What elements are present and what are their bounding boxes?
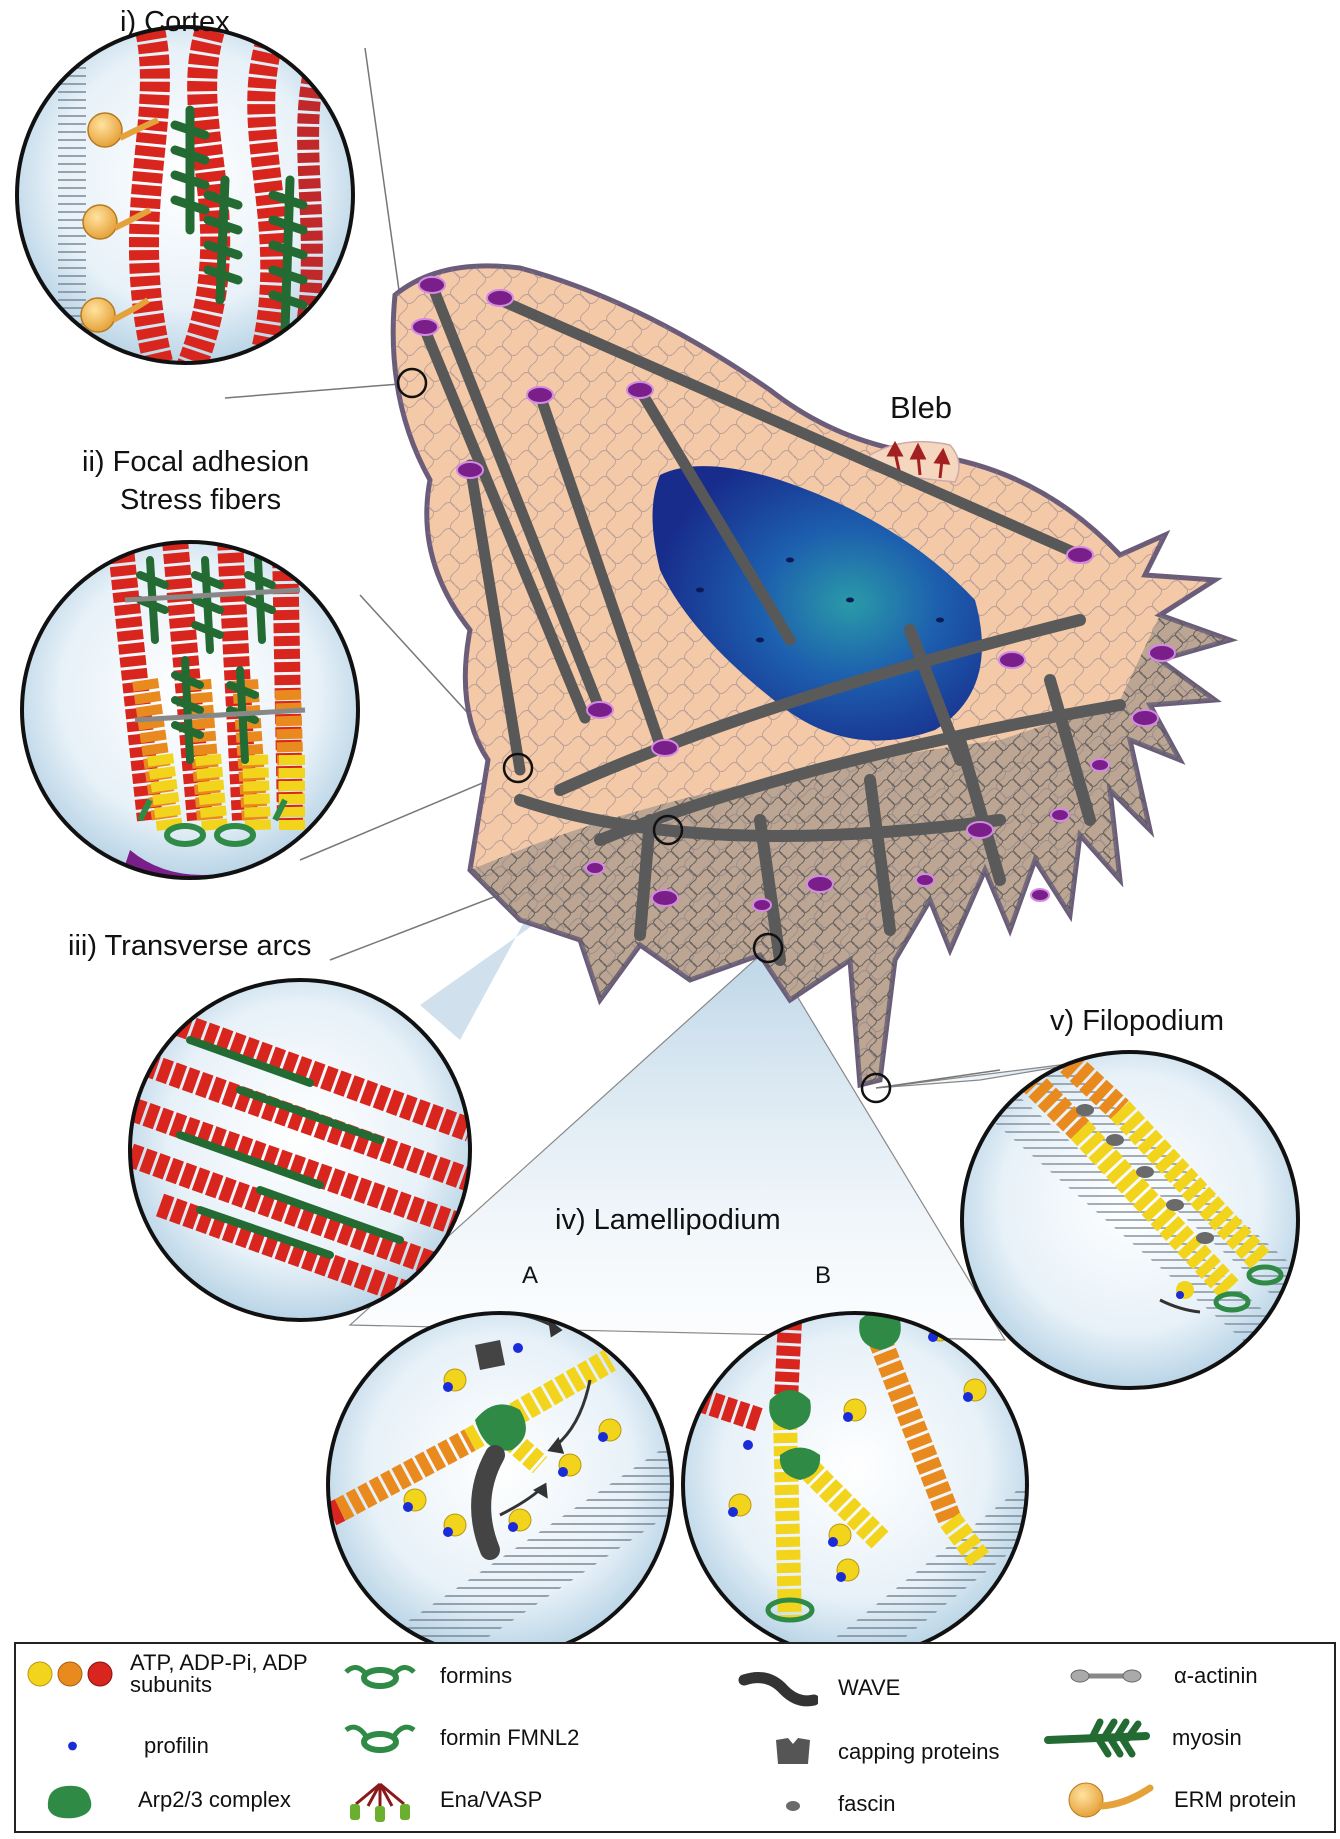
legend-label-subunits: ATP, ADP-Pi, ADP subunits [130, 1652, 308, 1696]
arp23-complex-icon [38, 1778, 102, 1822]
label-filopodium: v) Filopodium [1050, 1005, 1224, 1038]
legend-label-ena-vasp: Ena/VASP [440, 1789, 542, 1811]
ena-vasp-icon [340, 1778, 420, 1822]
actin-subunits-icon [24, 1652, 120, 1696]
legend-item-ena-vasp: Ena/VASP [340, 1778, 542, 1822]
label-lamellipodium-a: A [522, 1262, 538, 1290]
legend-item-profilin: profilin [60, 1724, 209, 1768]
formin-fmnl2-icon [340, 1716, 420, 1760]
inset-lamellipodium-a [300, 1312, 720, 1690]
legend-label-fmnl2: formin FMNL2 [440, 1727, 579, 1749]
legend-item-erm: ERM protein [1066, 1778, 1296, 1822]
legend-item-formins: formins [340, 1654, 512, 1698]
label-lamellipodium-b: B [815, 1262, 831, 1290]
inset-filopodium [962, 1045, 1320, 1390]
label-cortex: i) Cortex [120, 6, 230, 39]
wave-icon [738, 1666, 818, 1710]
label-bleb: Bleb [890, 390, 952, 426]
alpha-actinin-icon [1066, 1654, 1146, 1698]
legend: ATP, ADP-Pi, ADP subunits profilin Arp2/… [14, 1642, 1336, 1833]
myosin-icon [1042, 1716, 1152, 1760]
label-lamellipodium: iv) Lamellipodium [555, 1204, 781, 1237]
legend-item-actinin: α-actinin [1066, 1654, 1258, 1698]
formins-icon [340, 1654, 420, 1698]
label-focal-adhesion: ii) Focal adhesion [82, 446, 309, 479]
legend-label-actinin: α-actinin [1174, 1665, 1258, 1687]
legend-item-arp23: Arp2/3 complex [38, 1778, 291, 1822]
legend-label-capping: capping proteins [838, 1741, 999, 1763]
inset-lamellipodium-b [683, 1310, 1050, 1690]
cell [393, 266, 1230, 1102]
legend-label-profilin: profilin [144, 1735, 209, 1757]
legend-item-fmnl2: formin FMNL2 [340, 1716, 579, 1760]
legend-label-arp23: Arp2/3 complex [138, 1789, 291, 1811]
label-transverse-arcs: iii) Transverse arcs [68, 930, 311, 963]
legend-label-wave: WAVE [838, 1677, 900, 1699]
inset-transverse-arcs [120, 980, 470, 1320]
inset-cortex [17, 20, 353, 370]
label-stress-fibers: Stress fibers [120, 484, 281, 517]
capping-proteins-icon [768, 1730, 818, 1774]
legend-label-fascin: fascin [838, 1793, 895, 1815]
legend-item-fascin: fascin [768, 1782, 895, 1826]
legend-label-myosin: myosin [1172, 1727, 1242, 1749]
legend-item-capping: capping proteins [768, 1730, 999, 1774]
legend-label-erm: ERM protein [1174, 1789, 1296, 1811]
inset-focal-adhesion [22, 540, 358, 880]
profilin-icon [60, 1724, 100, 1768]
legend-item-wave: WAVE [738, 1666, 900, 1710]
fascin-icon [768, 1782, 818, 1826]
legend-item-subunits: ATP, ADP-Pi, ADP subunits [24, 1652, 308, 1696]
erm-protein-icon [1066, 1778, 1156, 1822]
legend-item-myosin: myosin [1042, 1716, 1242, 1760]
legend-label-formins: formins [440, 1665, 512, 1687]
